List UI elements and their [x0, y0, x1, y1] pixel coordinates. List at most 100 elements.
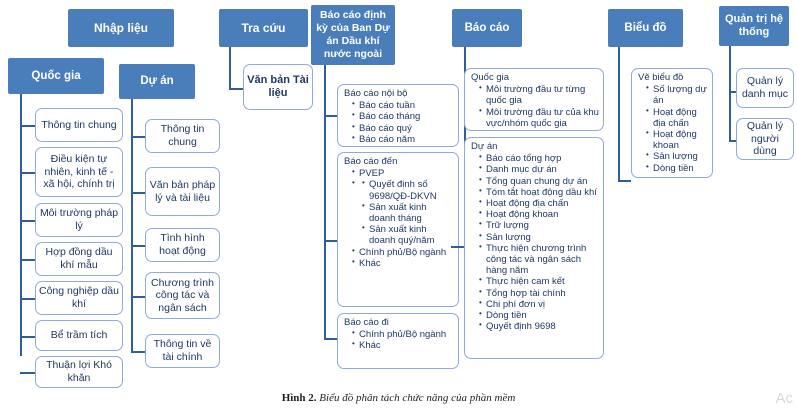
list-subitem[interactable]: Quyết định số 9698/QĐ-DKVN — [362, 178, 454, 201]
list-item[interactable]: Báo cáo năm — [352, 133, 454, 145]
list-item[interactable]: Tổng hợp tài chính — [479, 287, 599, 299]
connector-bao-cao-2 — [451, 246, 464, 248]
node-quoc-gia-item-5[interactable]: Bể trầm tích — [35, 320, 123, 351]
connector-bcdk-trunk — [324, 65, 326, 340]
list-item[interactable]: Thực hiện cam kết — [479, 275, 599, 287]
list-item[interactable]: Báo cáo tháng — [352, 110, 454, 122]
list-item[interactable]: Sản lượng — [646, 150, 708, 162]
list-item[interactable]: Hoạt động địa chấn — [646, 106, 708, 129]
node-quoc-gia-item-4[interactable]: Công nghiệp dầu khí — [35, 281, 123, 315]
node-du-an-item-2[interactable]: Tình hình hoạt động — [145, 228, 220, 262]
connector-tra-cuu-1 — [229, 88, 243, 90]
connector-quoc-gia-4 — [20, 259, 35, 261]
node-du-an-item-0[interactable]: Thông tin chung — [145, 119, 220, 153]
connector-du-an-3 — [131, 245, 145, 247]
node-du-an-item-1[interactable]: Văn bản pháp lý và tài liệu — [145, 167, 220, 216]
list-item[interactable]: Báo cáo tổng hợp — [479, 152, 599, 164]
connector-bieu-do-trunk — [618, 47, 620, 182]
node-quan-tri-he-thong[interactable]: Quản trị hệ thống — [719, 6, 789, 46]
connector-quoc-gia-5 — [20, 298, 35, 300]
list-subitem[interactable]: Sản xuất kinh doanh quý/năm — [362, 223, 454, 246]
listbox-title: Vẽ biểu đồ — [638, 72, 684, 83]
connector-bcdk-3 — [324, 338, 337, 340]
listbox-title: Quốc gia — [471, 72, 510, 83]
list-item[interactable]: Thực hiện chương trình công tác và ngân … — [479, 242, 599, 277]
list-item[interactable]: Báo cáo tuần — [352, 99, 454, 111]
node-ve-bieu-do[interactable]: Vẽ biểu đồ Số lượng dự án Hoạt động địa … — [631, 68, 713, 178]
node-bao-cao-noi-bo[interactable]: Báo cáo nội bộ Báo cáo tuần Báo cáo thán… — [337, 84, 459, 147]
list-sub-wrapper: Quyết định số 9698/QĐ-DKVN Sản xuất kinh… — [352, 178, 454, 246]
listbox-items: PVEP Quyết định số 9698/QĐ-DKVN Sản xuất… — [344, 167, 454, 269]
list-item[interactable]: Trữ lượng — [479, 219, 599, 231]
node-du-an[interactable]: Dự án — [119, 64, 195, 99]
list-item[interactable]: Chi phí đơn vị — [479, 298, 599, 310]
node-tra-cuu[interactable]: Tra cứu — [219, 9, 308, 47]
listbox-items: Môi trường đầu tư từng quốc gia Môi trườ… — [471, 83, 599, 129]
connector-tra-cuu-trunk — [229, 47, 231, 90]
listbox-title: Báo cáo nội bộ — [344, 88, 408, 99]
connector-quoc-gia-trunk — [20, 94, 22, 356]
node-bao-cao-quoc-gia[interactable]: Quốc gia Môi trường đầu tư từng quốc gia… — [464, 68, 604, 131]
listbox-subitems: Quyết định số 9698/QĐ-DKVN Sản xuất kinh… — [353, 178, 454, 246]
connector-qths-1 — [729, 91, 742, 93]
listbox-title: Dự án — [471, 141, 498, 152]
list-item[interactable]: Tóm tắt hoạt động dầu khí — [479, 186, 599, 198]
node-quoc-gia-item-2[interactable]: Môi trường pháp lý — [35, 203, 123, 237]
connector-qths-2 — [729, 140, 742, 142]
list-item[interactable]: Hoạt động khoan — [479, 208, 599, 220]
node-bao-cao-den[interactable]: Báo cáo đến PVEP Quyết định số 9698/QĐ-D… — [337, 152, 459, 307]
listbox-items: Chính phủ/Bộ ngành Khác — [344, 328, 454, 351]
list-item[interactable]: Hoạt động khoan — [646, 128, 708, 151]
list-item[interactable]: Báo cáo quý — [352, 122, 454, 134]
list-item[interactable]: Môi trường đầu tư của khu vực/nhóm quốc … — [479, 106, 599, 129]
node-quoc-gia-item-6[interactable]: Thuận lợi Khó khăn — [35, 356, 123, 388]
listbox-items: Báo cáo tổng hợp Danh mục dự án Tổng qua… — [471, 152, 599, 332]
list-subitem[interactable]: Sản xuất kinh doanh tháng — [362, 201, 454, 224]
list-item[interactable]: Khác — [352, 339, 454, 351]
node-qths-item-1[interactable]: Quản lý người dùng — [736, 118, 794, 160]
node-du-an-item-4[interactable]: Thông tin về tài chính — [145, 334, 220, 368]
connector-quoc-gia-1 — [20, 125, 35, 127]
node-du-an-item-3[interactable]: Chương trình công tác và ngân sách — [145, 272, 220, 319]
figure-caption-label: Hình 2. — [281, 392, 317, 404]
node-quoc-gia-item-0[interactable]: Thông tin chung — [35, 108, 123, 142]
connector-quoc-gia-6 — [20, 336, 35, 338]
node-bao-cao[interactable]: Báo cáo — [452, 9, 522, 47]
node-quoc-gia-item-1[interactable]: Điều kiện tự nhiên, kinh tế - xã hội, ch… — [35, 147, 123, 197]
connector-du-an-trunk — [131, 99, 133, 351]
list-item[interactable]: Danh mục dự án — [479, 163, 599, 175]
list-item[interactable]: Môi trường đầu tư từng quốc gia — [479, 83, 599, 106]
list-item[interactable]: Số lượng dự án — [646, 83, 708, 106]
connector-bieu-do-1 — [618, 180, 631, 182]
node-bao-cao-dinh-ky[interactable]: Báo cáo định kỳ của Ban Dự án Dầu khí nư… — [311, 5, 395, 65]
page-watermark: Ac — [775, 390, 793, 407]
figure-caption-text: Biểu đồ phân tách chức năng của phần mềm — [316, 392, 516, 404]
list-item[interactable]: Khác — [352, 257, 454, 269]
list-item[interactable]: Dòng tiền — [646, 162, 708, 174]
list-item[interactable]: Chính phủ/Bộ ngành — [352, 328, 454, 340]
list-item[interactable]: Sản lượng — [479, 231, 599, 243]
node-quoc-gia-item-3[interactable]: Hợp đồng dầu khí mẫu — [35, 242, 123, 276]
node-quoc-gia[interactable]: Quốc gia — [8, 58, 104, 94]
node-bao-cao-di[interactable]: Báo cáo đi Chính phủ/Bộ ngành Khác — [337, 313, 459, 369]
connector-quoc-gia-3 — [20, 220, 35, 222]
figure-caption: Hình 2. Biểu đồ phân tách chức năng của … — [0, 392, 797, 404]
connector-du-an-1 — [131, 136, 145, 138]
node-bieu-do[interactable]: Biểu đồ — [608, 9, 683, 47]
node-qths-item-0[interactable]: Quản lý danh mục — [736, 68, 794, 108]
list-item[interactable]: Tổng quan chung dự án — [479, 175, 599, 187]
listbox-items: Báo cáo tuần Báo cáo tháng Báo cáo quý B… — [344, 99, 454, 145]
connector-quoc-gia-7 — [20, 372, 35, 374]
list-item[interactable]: Quyết định 9698 — [479, 320, 599, 332]
connector-quoc-gia-2 — [20, 172, 35, 174]
node-bao-cao-du-an[interactable]: Dự án Báo cáo tổng hợp Danh mục dự án Tổ… — [464, 137, 604, 359]
connector-du-an-2 — [131, 192, 145, 194]
node-tra-cuu-item-0[interactable]: Văn bản Tài liệu — [243, 64, 313, 110]
connector-bcdk-2 — [324, 240, 337, 242]
list-item[interactable]: Dòng tiền — [479, 309, 599, 321]
list-item[interactable]: Hoạt động địa chấn — [479, 197, 599, 209]
connector-qths-trunk — [729, 46, 731, 142]
node-nhap-lieu[interactable]: Nhập liệu — [68, 9, 174, 47]
list-item[interactable]: PVEP — [352, 167, 454, 179]
list-item[interactable]: Chính phủ/Bộ ngành — [352, 246, 454, 258]
